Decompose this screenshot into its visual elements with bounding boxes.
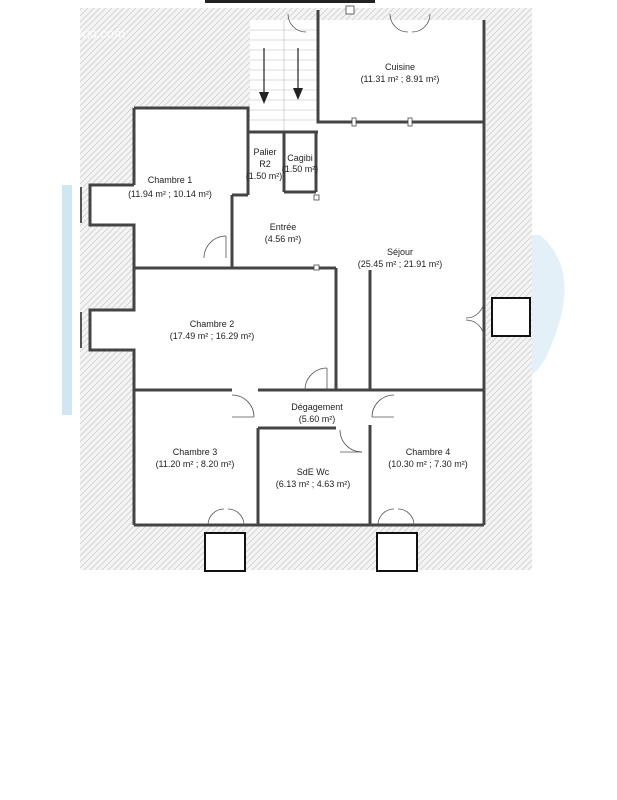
room-area-chambre2: (17.49 m² ; 16.29 m²)	[170, 331, 255, 341]
room-name-degagement: Dégagement	[291, 402, 343, 412]
room-name-chambre3: Chambre 3	[173, 447, 218, 457]
room-area-cagibi: (1.50 m²)	[282, 164, 319, 174]
interior-rooms	[90, 20, 486, 525]
room-area-sde: (6.13 m² ; 4.63 m²)	[276, 479, 351, 489]
blue-accent-shape	[530, 235, 565, 375]
room-area-degagement: (5.60 m²)	[299, 414, 336, 424]
fixture	[345, 5, 355, 15]
room-name-palier-line2: R2	[259, 159, 271, 169]
fixture	[313, 264, 320, 271]
room-area-cuisine: (11.31 m² ; 8.91 m²)	[361, 74, 440, 84]
fixture	[407, 117, 413, 127]
room-area-sejour: (25.45 m² ; 21.91 m²)	[358, 259, 443, 269]
blue-accent-strip	[62, 185, 72, 415]
room-name-chambre2: Chambre 2	[190, 319, 235, 329]
fixture	[313, 194, 320, 201]
balcony-block-left	[204, 532, 246, 572]
top-edge-bar	[205, 0, 375, 3]
room-name-chambre4: Chambre 4	[406, 447, 451, 457]
room-name-cagibi: Cagibi	[287, 153, 313, 163]
balcony-block-right	[491, 297, 531, 337]
room-name-chambre1: Chambre 1	[148, 175, 193, 185]
watermark: © EtreProprio.com	[18, 26, 125, 41]
room-name-sejour: Séjour	[387, 247, 413, 257]
room-area-entree: (4.56 m²)	[265, 234, 302, 244]
room-name-sde: SdE Wc	[297, 467, 330, 477]
doors	[203, 13, 485, 526]
walls	[88, 10, 486, 527]
room-name-cuisine: Cuisine	[385, 62, 415, 72]
room-name-entree: Entrée	[270, 222, 297, 232]
room-name-palier-line1: Palier	[253, 147, 276, 157]
fixture	[351, 117, 357, 127]
balcony-block-mid	[376, 532, 418, 572]
room-area-chambre4: (10.30 m² ; 7.30 m²)	[388, 459, 468, 469]
arrow-down-icon	[259, 92, 269, 104]
staircase	[250, 20, 318, 132]
room-area-chambre1: (11.94 m² ; 10.14 m²)	[128, 189, 212, 199]
arrow-down-icon	[293, 88, 303, 100]
room-area-palier: (1.50 m²)	[246, 171, 283, 181]
room-area-chambre3: (11.20 m² ; 8.20 m²)	[156, 459, 235, 469]
